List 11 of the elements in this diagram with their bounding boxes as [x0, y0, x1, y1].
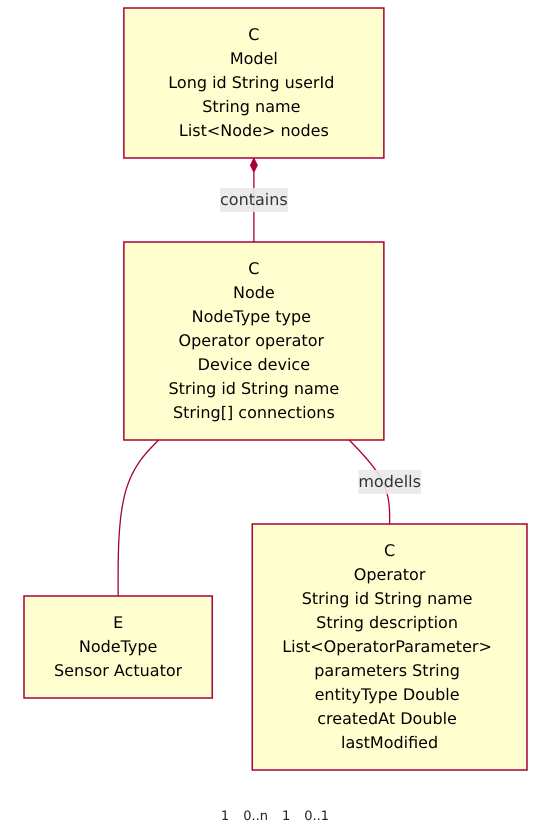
class-box: E NodeType Sensor Actuator: [22, 595, 212, 699]
edge-label: contains: [220, 190, 288, 209]
class-box: C Node NodeType type Operator operator Device device String id String name String[] connections: [122, 241, 384, 441]
connector-line: [116, 440, 159, 596]
class-box: C Model Long id String userId String name List<Node> nodes: [122, 7, 384, 159]
multiplicity-label: 0..n: [243, 809, 268, 824]
multiplicity-label: 0..1: [304, 809, 330, 824]
multiplicity-label: 1: [220, 809, 230, 824]
multiplicity-label: 1: [282, 809, 290, 824]
edge-label: modells: [358, 472, 420, 491]
class-box: C Operator String id String name String description List<OperatorParameter> parameters String entityType Double createdAt Double lastModified: [251, 523, 528, 771]
